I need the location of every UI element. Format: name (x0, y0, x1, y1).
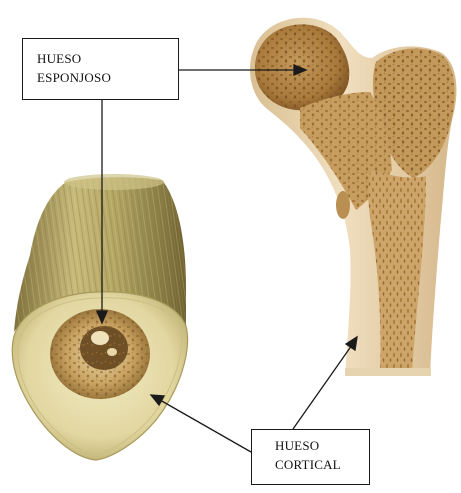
femur-section-illustration (250, 18, 456, 376)
femur-tubercle (336, 191, 350, 219)
leader-line-femur-shaft (293, 345, 352, 429)
spongy-bone-label: HUESO ESPONJOSO (22, 38, 179, 100)
leader-line-cortical-face (160, 400, 251, 452)
spongy-bone-label-line1: HUESO (37, 49, 178, 68)
cortical-bone-label-line1: HUESO (275, 436, 369, 455)
spongy-bone-label-line2: ESPONJOSO (37, 68, 178, 87)
cortical-bone-label-line2: CORTICAL (275, 455, 369, 474)
cortical-bone-label: HUESO CORTICAL (251, 429, 370, 485)
